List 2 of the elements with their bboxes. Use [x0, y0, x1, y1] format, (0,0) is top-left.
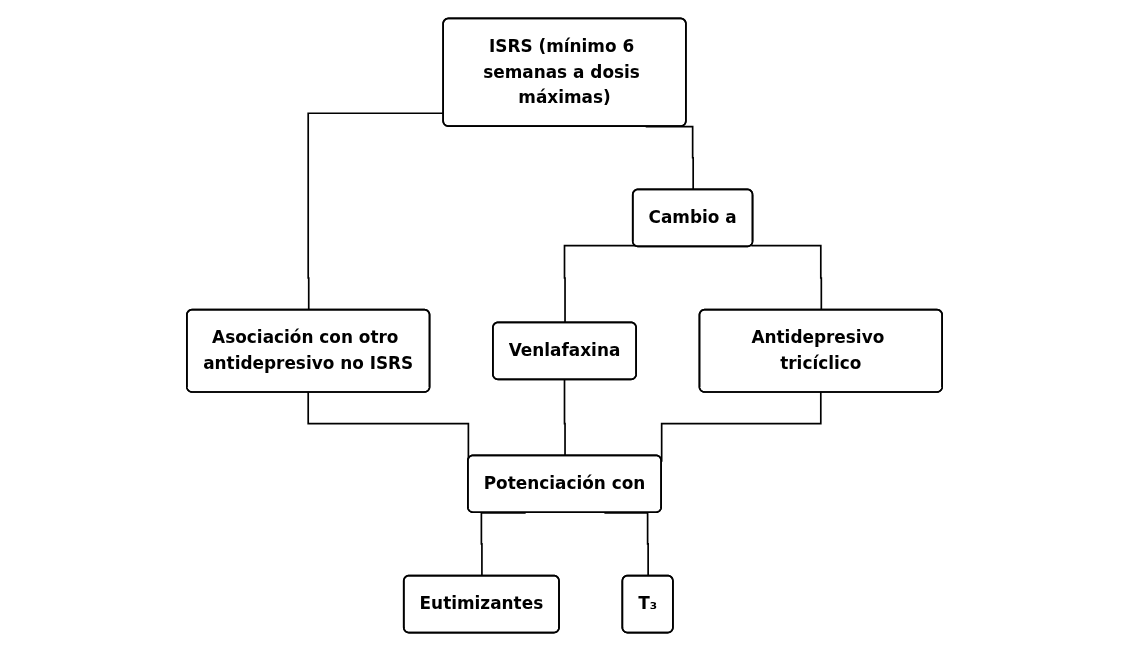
connector — [563, 379, 566, 457]
connector — [563, 244, 636, 324]
